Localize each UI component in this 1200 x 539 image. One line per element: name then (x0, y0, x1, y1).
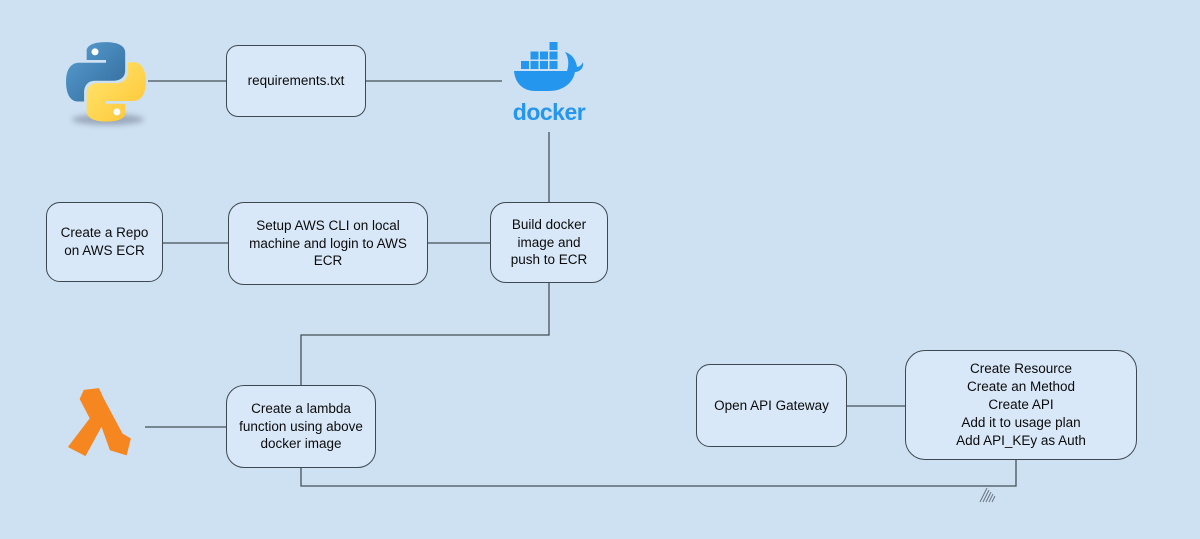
lambda-glyph (67, 388, 131, 457)
node-api-setup-label: Create Resource Create an Method Create … (956, 361, 1086, 448)
docker-whale-body (514, 52, 584, 91)
node-build-docker-label: Build docker image and push to ECR (510, 216, 588, 268)
node-create-lambda-function: Create a lambda function using above doc… (226, 385, 376, 468)
docker-logo: docker (501, 37, 597, 127)
node-api-setup-steps: Create Resource Create an Method Create … (905, 350, 1137, 460)
python-logo-icon (66, 42, 146, 122)
node-setup-aws-cli: Setup AWS CLI on local machine and login… (228, 202, 428, 285)
python-yellow-snake (86, 62, 146, 122)
hatch-mark-icon (977, 487, 999, 503)
docker-container-box (540, 61, 548, 69)
docker-container-box (530, 61, 539, 69)
node-create-repo-ecr: Create a Repo on AWS ECR (46, 202, 163, 282)
python-blue-snake-eye (91, 48, 99, 56)
hatch-lines (979, 487, 996, 503)
docker-container-box (521, 61, 529, 69)
docker-container-box (549, 61, 558, 69)
docker-container-box (549, 42, 558, 50)
node-open-api-gateway: Open API Gateway (696, 364, 847, 447)
connector-build-to-lambda (300, 283, 550, 385)
aws-lambda-icon (62, 383, 146, 465)
node-requirements-txt: requirements.txt (226, 45, 366, 117)
node-create-lambda-label: Create a lambda function using above doc… (239, 400, 363, 452)
node-setup-cli-label: Setup AWS CLI on local machine and login… (249, 217, 407, 269)
node-open-apigw-label: Open API Gateway (714, 397, 829, 413)
node-create-repo-label: Create a Repo on AWS ECR (60, 225, 149, 258)
docker-container-box (549, 51, 558, 60)
docker-container-box (540, 51, 548, 60)
node-requirements-label: requirements.txt (247, 73, 345, 89)
hatch-mark-svg (979, 487, 996, 503)
python-logo-svg (66, 42, 146, 122)
python-yellow-snake-eye (113, 108, 121, 116)
node-build-docker-image: Build docker image and push to ECR (490, 202, 608, 283)
docker-whale-icon (514, 42, 584, 91)
connector-lambda-to-apisetup (300, 460, 1017, 487)
lambda-symbol-svg (67, 388, 131, 457)
docker-wordmark: docker (512, 99, 586, 125)
python-blue-snake (66, 42, 126, 102)
docker-container-box (530, 51, 539, 60)
